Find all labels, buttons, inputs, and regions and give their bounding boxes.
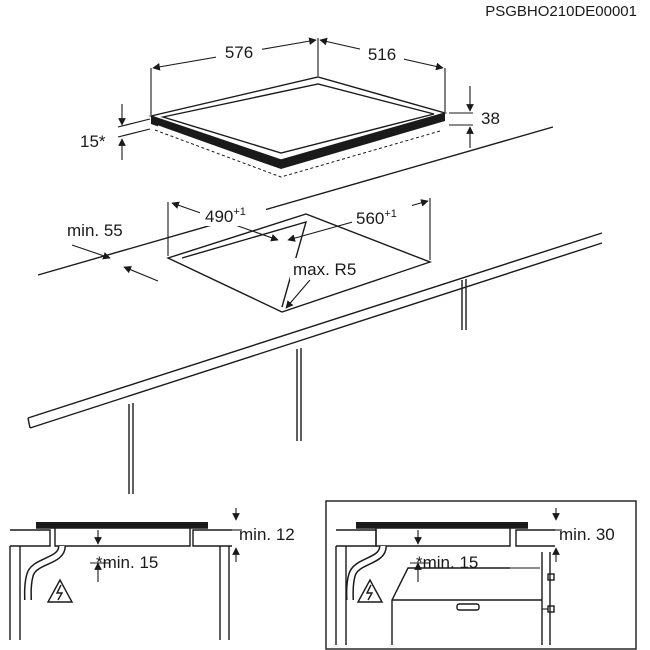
hob-drawing [148, 76, 448, 178]
detail-left-top-gap-label: min. 12 [239, 525, 295, 544]
detail-left [9, 508, 242, 640]
worktop-drawing [27, 126, 603, 494]
hob-depth-label: 516 [368, 45, 396, 64]
detail-right-under-gap-label: *min. 15 [416, 553, 478, 572]
hob-edge-label: 15* [80, 132, 106, 151]
electric-warning-icon [356, 578, 384, 603]
cutout-radius-label: max. R5 [293, 260, 356, 279]
electric-warning-icon [46, 578, 74, 603]
document-code: PSGBHO210DE00001 [485, 3, 637, 20]
detail-left-under-gap-label: *min. 15 [96, 553, 158, 572]
cutout-front-min-label: min. 55 [67, 221, 123, 240]
hob-height-label: 38 [481, 109, 500, 128]
hob-width-label: 576 [225, 43, 253, 62]
detail-right [325, 500, 637, 650]
hob-dimension-lines [117, 37, 474, 160]
cutout-depth-label: 490+1 [205, 206, 246, 226]
cutout-width-label: 560+1 [356, 208, 397, 228]
detail-right-top-gap-label: min. 30 [559, 525, 615, 544]
